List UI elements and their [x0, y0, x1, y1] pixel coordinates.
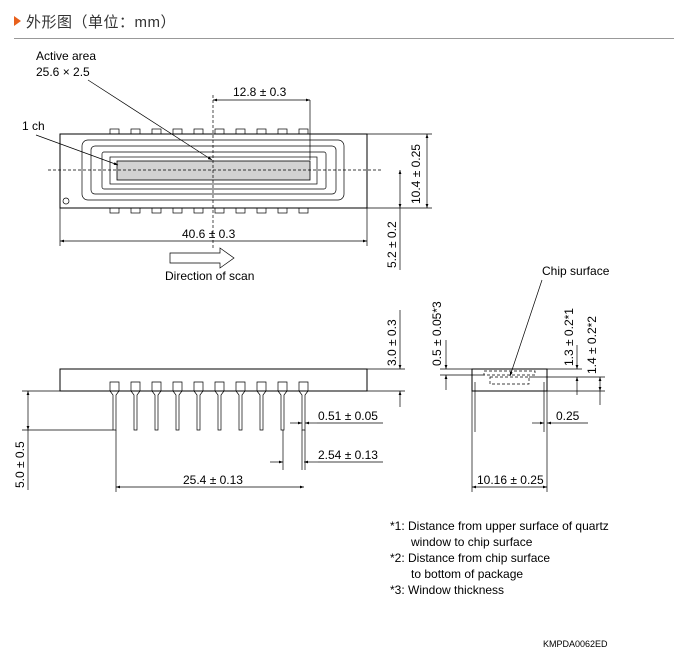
window-inner: [101, 151, 327, 190]
one-ch-label: 1 ch: [22, 119, 45, 133]
active-area: [116, 160, 311, 181]
drawing-code: KMPDA0062ED: [543, 639, 608, 649]
package-outline: [59, 133, 368, 209]
dim-offset-label: 5.2 ± 0.2: [385, 221, 399, 268]
direction-arrow-icon: [169, 247, 235, 269]
note-3: *3: Window thickness: [390, 583, 504, 597]
chip-outline: [109, 156, 318, 185]
index-mark: [62, 197, 70, 205]
active-area-leader: [87, 79, 213, 161]
chip-surface-label: Chip surface: [542, 264, 610, 278]
dim-length-label: 40.6 ± 0.3: [182, 227, 236, 241]
footnotes: *1: Distance from upper surface of quart…: [390, 519, 609, 597]
dim-span-label: 25.4 ± 0.13: [183, 473, 243, 487]
side-view: 3.0 ± 0.3 5.0 ± 0.5 0.51 ± 0.05 2.54 ± 0…: [13, 310, 405, 492]
note-1-line-2: window to chip surface: [410, 535, 533, 549]
note-2-line-1: *2: Distance from chip surface: [390, 551, 550, 565]
note-2-line-2: to bottom of package: [411, 567, 523, 581]
top-view: Active area 25.6 × 2.5 1 ch 12.8 ± 0.3 4…: [22, 49, 432, 283]
dim-chip-top-label: 1.3 ± 0.2*1: [562, 308, 576, 366]
note-1-line-1: *1: Distance from upper surface of quart…: [390, 519, 609, 533]
dim-height-label: 10.4 ± 0.25: [409, 144, 423, 204]
dim-body-label: 3.0 ± 0.3: [385, 319, 399, 366]
dim-center-label: 12.8 ± 0.3: [233, 85, 287, 99]
triangle-marker-icon: [14, 16, 21, 26]
side-view-leads: [109, 381, 309, 431]
top-view-pins-bottom: [109, 207, 309, 214]
dim-lead-width-label: 0.51 ± 0.05: [318, 409, 378, 423]
side-package: [59, 368, 368, 392]
section-title: 外形图（单位：mm）: [26, 14, 176, 31]
direction-label: Direction of scan: [165, 269, 254, 283]
chip-surface-leader: [509, 279, 543, 377]
end-chip: [489, 376, 530, 385]
active-area-size: 25.6 × 2.5: [36, 65, 90, 79]
active-area-label: Active area: [36, 49, 96, 63]
end-package: [471, 368, 548, 392]
dim-thickness-label: 0.25: [556, 409, 580, 423]
dim-chip-bottom-label: 1.4 ± 0.2*2: [585, 316, 599, 374]
end-window: [483, 370, 536, 376]
dim-pitch-label: 2.54 ± 0.13: [318, 448, 378, 462]
top-view-pins-top: [109, 128, 309, 135]
dim-lead-label: 5.0 ± 0.5: [13, 441, 27, 488]
dim-width-label: 10.16 ± 0.25: [477, 473, 544, 487]
one-ch-leader: [35, 134, 119, 166]
end-view: Chip surface 0.5 ± 0.05*3 1.3 ± 0.2*1 1.…: [430, 264, 610, 492]
section-header: 外形图（单位：mm）: [14, 8, 674, 39]
dim-window-label: 0.5 ± 0.05*3: [430, 301, 444, 366]
